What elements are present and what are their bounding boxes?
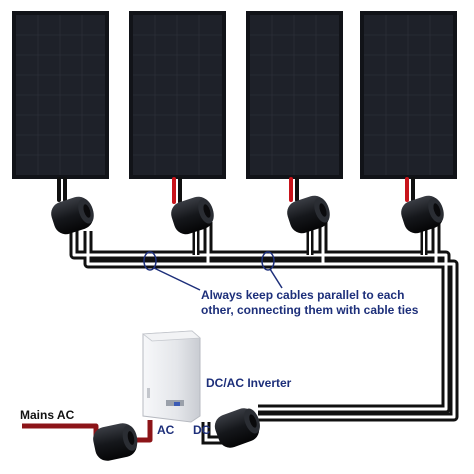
string-cable-loop (69, 222, 459, 422)
power-optimizer-1 (51, 196, 94, 235)
cable-tie-callout (143, 251, 283, 291)
ac-connector (93, 423, 138, 461)
cable-tie-note-line-1: Always keep cables parallel to each (201, 288, 405, 302)
inverter-label: DC/AC Inverter (206, 376, 292, 390)
power-optimizer-4 (401, 195, 444, 234)
solar-panel-2 (129, 11, 226, 179)
ac-label: AC (157, 423, 175, 437)
mains-ac-label: Mains AC (20, 408, 75, 422)
solar-panel-4 (360, 11, 457, 179)
panel-leads (57, 177, 415, 204)
cable-tie-note-line-2: other, connecting them with cable ties (201, 303, 419, 317)
dc-input-cable (201, 422, 225, 445)
dc-connector (214, 408, 260, 448)
solar-panel-1 (12, 11, 109, 179)
solar-panel-3 (246, 11, 343, 179)
power-optimizer-2 (171, 196, 214, 235)
inverter (141, 330, 201, 423)
power-optimizer-3 (287, 195, 330, 234)
dc-label: DC (193, 423, 211, 437)
